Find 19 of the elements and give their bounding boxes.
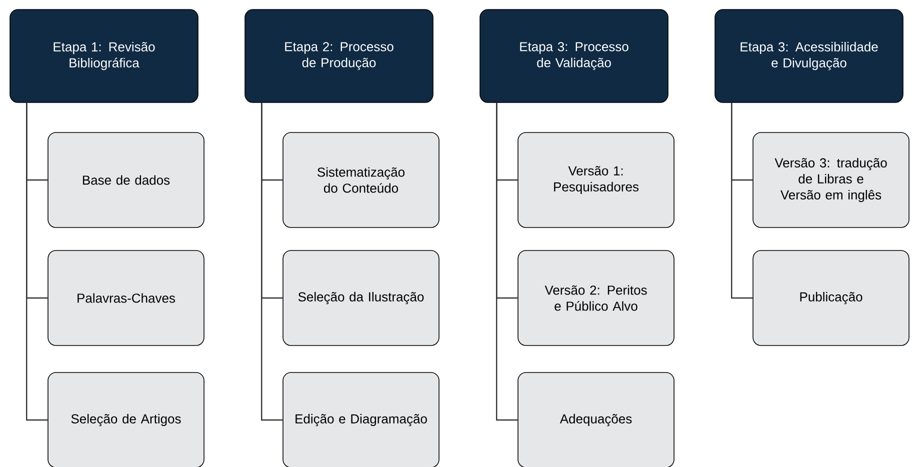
stage-header-box: Etapa 1: Revisão Bibliográfica (10, 9, 198, 103)
connector-line (496, 102, 518, 421)
connector-line (261, 102, 283, 421)
task-box: Seleção da Ilustração (282, 250, 440, 346)
task-box: Base de dados (48, 132, 204, 228)
task-box: Versão 3: tradução de Libras e Versão em inglês (752, 132, 910, 228)
stage-header-box: Etapa 2: Processo de Produção (244, 9, 434, 103)
stage-header-box: Etapa 3: Processo de Validação (480, 9, 668, 103)
task-box: Edição e Diagramação (282, 372, 440, 467)
stage-header-box: Etapa 3: Acessibilidade e Divulgação (714, 9, 904, 103)
task-box: Sistematização do Conteúdo (282, 132, 440, 228)
task-box: Seleção de Artigos (48, 372, 204, 467)
connector-line (26, 102, 48, 421)
task-box: Versão 1: Pesquisadores (518, 132, 674, 228)
task-box: Palavras-Chaves (48, 250, 204, 346)
task-box: Adequações (518, 372, 674, 467)
connector-line (731, 102, 753, 299)
task-box: Publicação (752, 250, 910, 346)
task-box: Versão 2: Peritos e Público Alvo (518, 250, 674, 346)
